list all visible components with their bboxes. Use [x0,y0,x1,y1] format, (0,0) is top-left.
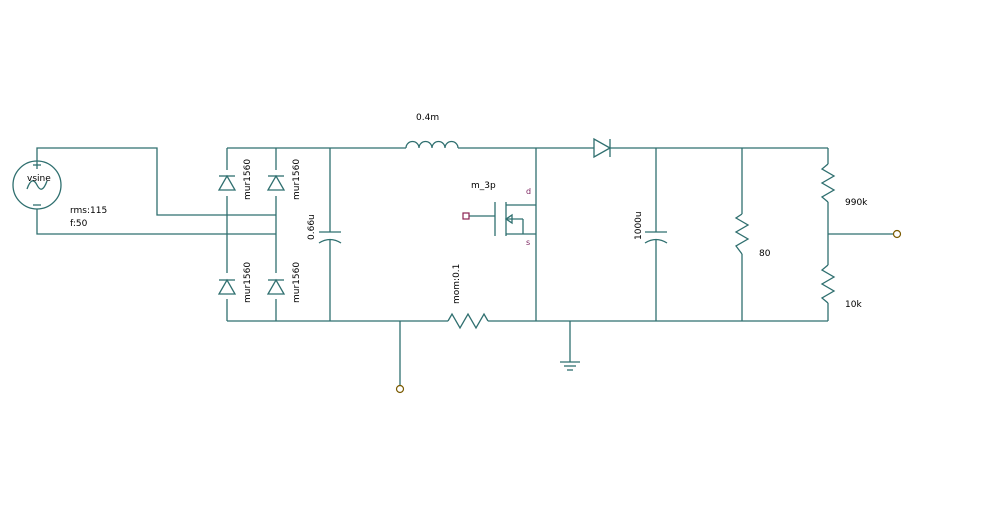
sense-resistor[interactable] [400,312,828,330]
sense-port[interactable] [395,321,405,394]
input-capacitor[interactable] [318,148,342,321]
output-diode[interactable] [536,137,828,159]
d3-label: mur1560 [243,262,253,303]
input-cap-label: 0.66u [307,214,317,240]
source-freq-label: f:50 [70,219,88,229]
bridge-diode-d1[interactable] [217,170,237,196]
mosfet-label: m_3p [471,181,496,191]
feedback-port[interactable] [828,229,902,239]
load-resistor[interactable] [734,148,750,321]
d1-label: mur1560 [243,159,253,200]
mosfet-source-label: s [526,238,530,247]
divider-top-label: 990k [845,198,868,208]
divider-bottom-label: 10k [845,300,862,310]
output-cap-label: 1000u [634,211,644,240]
ac-voltage-source[interactable] [12,160,62,210]
divider-resistor-top[interactable] [820,148,836,265]
mosfet-drain-label: d [526,187,531,196]
d2-label: mur1560 [292,159,302,200]
bridge-diode-d2[interactable] [266,170,286,196]
bridge-diode-d4[interactable] [266,273,286,299]
source-wires [36,147,276,235]
load-resistor-label: 80 [759,249,771,259]
bridge-diode-d3[interactable] [217,273,237,299]
source-name-label: vsine [27,174,51,184]
d4-label: mur1560 [292,262,302,303]
gate-port[interactable] [462,212,470,220]
divider-resistor-bottom[interactable] [820,264,836,321]
sense-resistor-label: mom:0.1 [452,264,462,304]
inductor-label: 0.4m [416,113,439,123]
ground-symbol [560,321,580,371]
source-rms-label: rms:115 [70,206,107,216]
boost-inductor[interactable] [330,140,536,149]
mosfet-switch[interactable] [469,148,537,321]
output-capacitor[interactable] [644,148,668,321]
